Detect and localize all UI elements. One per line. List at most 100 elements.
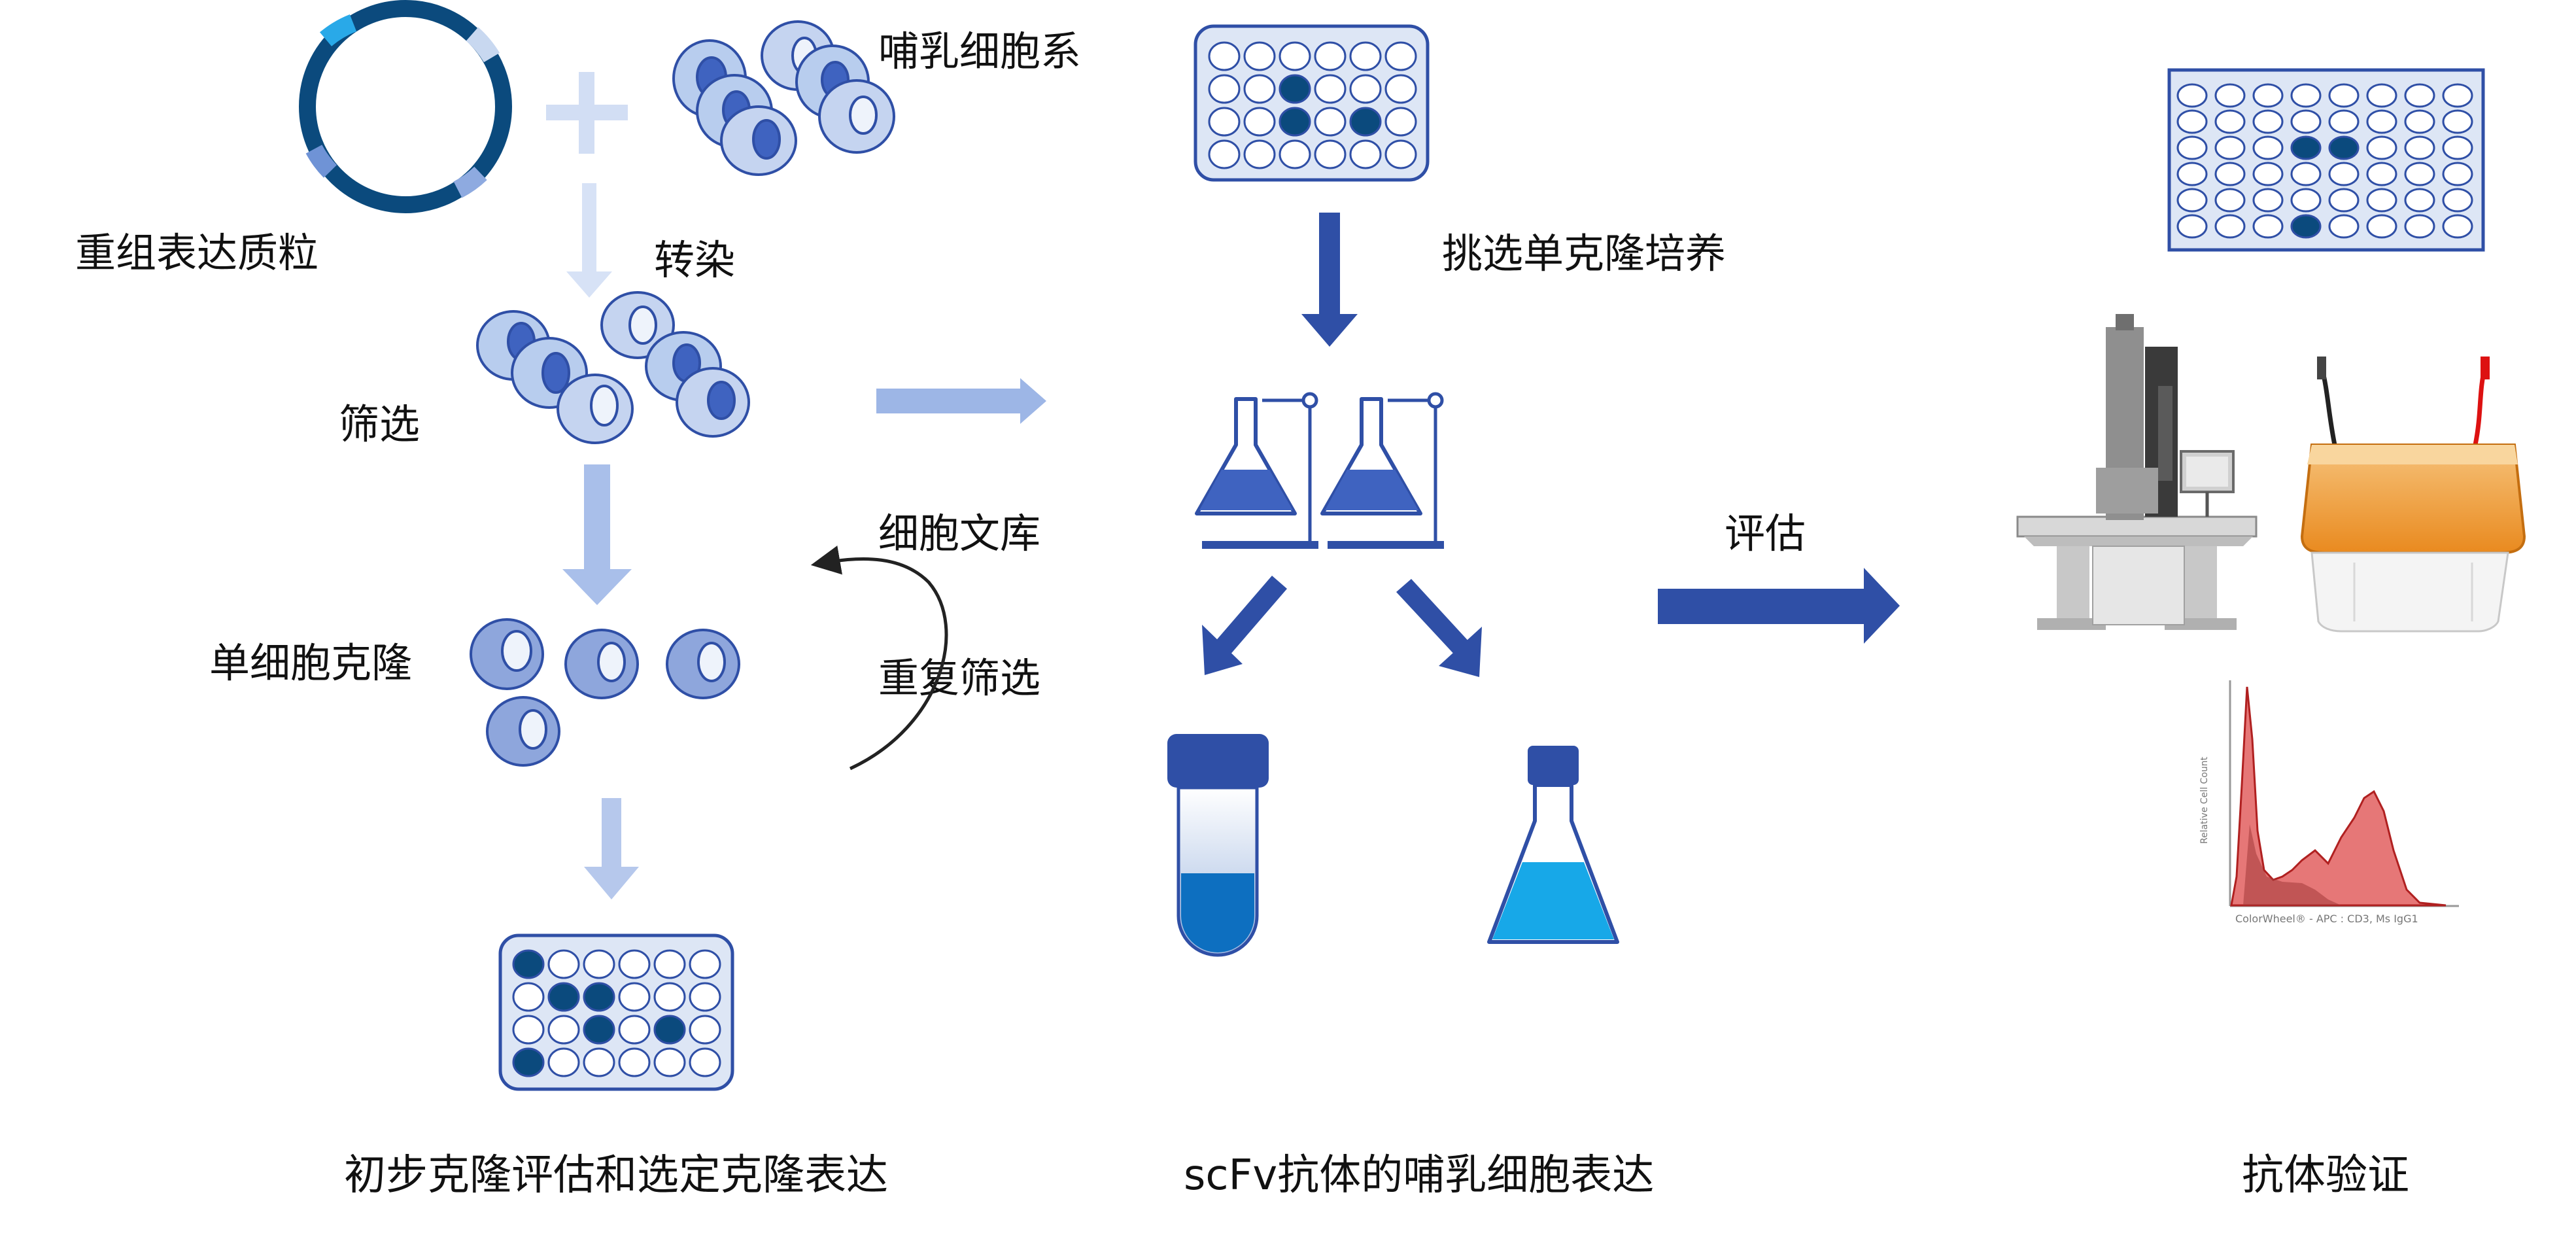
well	[1384, 41, 1417, 71]
plasmid-ring-icon	[299, 0, 512, 213]
well	[2404, 214, 2435, 239]
well	[2404, 162, 2435, 186]
well	[1279, 139, 1311, 169]
well	[618, 949, 651, 979]
well	[653, 982, 686, 1012]
caption-middle: scFv抗体的哺乳细胞表达	[1184, 1151, 1655, 1200]
erlenmeyer-flask-icon	[1487, 746, 1619, 944]
well	[653, 1015, 686, 1045]
well	[512, 982, 545, 1012]
caption-left: 初步克隆评估和选定克隆表达	[344, 1151, 888, 1200]
well	[2442, 135, 2473, 160]
cell-icon	[818, 79, 895, 154]
well	[2214, 83, 2246, 108]
arrow-icon	[1396, 579, 1482, 677]
well	[2442, 214, 2473, 239]
well	[2176, 109, 2208, 134]
label-library: 细胞文库	[878, 510, 1041, 557]
well	[1279, 41, 1311, 71]
well	[2328, 162, 2360, 186]
well	[2214, 214, 2246, 239]
well	[2366, 188, 2397, 213]
well	[2328, 109, 2360, 134]
well	[1243, 74, 1276, 104]
electrophoresis-tank-icon	[2300, 357, 2526, 633]
cell-cluster-single-clone	[470, 618, 740, 767]
well	[1314, 41, 1347, 71]
flow-cytometry-histogram-icon: Relative Cell Count ColorWheel® - APC : …	[2199, 680, 2459, 925]
label-repeat-screen: 重复筛选	[878, 654, 1041, 702]
well	[2328, 188, 2360, 213]
well	[547, 982, 580, 1012]
arrow-icon	[1301, 213, 1358, 347]
well	[2290, 162, 2322, 186]
well	[1349, 139, 1382, 169]
well	[1314, 74, 1347, 104]
well	[2442, 188, 2473, 213]
well	[2176, 188, 2208, 213]
well	[2366, 162, 2397, 186]
well	[583, 949, 615, 979]
well	[1208, 139, 1241, 169]
cell-icon	[676, 367, 750, 438]
well-plate-icon	[2167, 68, 2485, 252]
well	[689, 1047, 721, 1077]
cell-icon	[564, 629, 639, 699]
well	[2404, 188, 2435, 213]
cell-icon	[557, 374, 634, 444]
erlenmeyer-flask-icon	[1320, 392, 1444, 549]
well	[512, 1015, 545, 1045]
arrow-icon	[584, 798, 639, 899]
well	[1349, 107, 1382, 137]
well	[1384, 107, 1417, 137]
well	[618, 982, 651, 1012]
well	[1243, 107, 1276, 137]
well	[1208, 74, 1241, 104]
centrifuge-tube-icon	[1167, 734, 1269, 957]
well	[2290, 83, 2322, 108]
well	[512, 949, 545, 979]
well	[2404, 135, 2435, 160]
caption-right: 抗体验证	[2242, 1151, 2409, 1200]
well	[1384, 139, 1417, 169]
cell-icon	[666, 629, 740, 699]
well	[547, 949, 580, 979]
well-plate-icon	[498, 933, 734, 1091]
label-pick-clone: 挑选单克隆培养	[1442, 230, 1726, 277]
well	[2176, 162, 2208, 186]
well	[1349, 41, 1382, 71]
well	[2252, 162, 2284, 186]
well	[547, 1047, 580, 1077]
well	[618, 1015, 651, 1045]
well	[2366, 135, 2397, 160]
well	[618, 1047, 651, 1077]
well	[583, 1015, 615, 1045]
well	[512, 1047, 545, 1077]
well	[2290, 188, 2322, 213]
well	[2252, 109, 2284, 134]
well	[689, 982, 721, 1012]
cell-icon	[486, 696, 560, 767]
well	[1208, 41, 1241, 71]
well	[2252, 214, 2284, 239]
label-evaluate: 评估	[1725, 510, 1806, 557]
well	[2442, 109, 2473, 134]
cell-cluster-top	[672, 20, 895, 176]
well	[1243, 41, 1276, 71]
well	[1243, 139, 1276, 169]
well	[2404, 109, 2435, 134]
cell-icon	[600, 291, 675, 359]
well	[2252, 83, 2284, 108]
histogram-x-label: ColorWheel® - APC : CD3, Ms IgG1	[2235, 913, 2418, 925]
erlenmeyer-flask-icon	[1195, 392, 1318, 549]
well	[1384, 74, 1417, 104]
well	[547, 1015, 580, 1045]
well	[2214, 162, 2246, 186]
well	[2252, 188, 2284, 213]
well	[689, 1015, 721, 1045]
well	[2176, 135, 2208, 160]
well	[1349, 74, 1382, 104]
well	[1208, 107, 1241, 137]
cell-icon	[470, 618, 544, 690]
